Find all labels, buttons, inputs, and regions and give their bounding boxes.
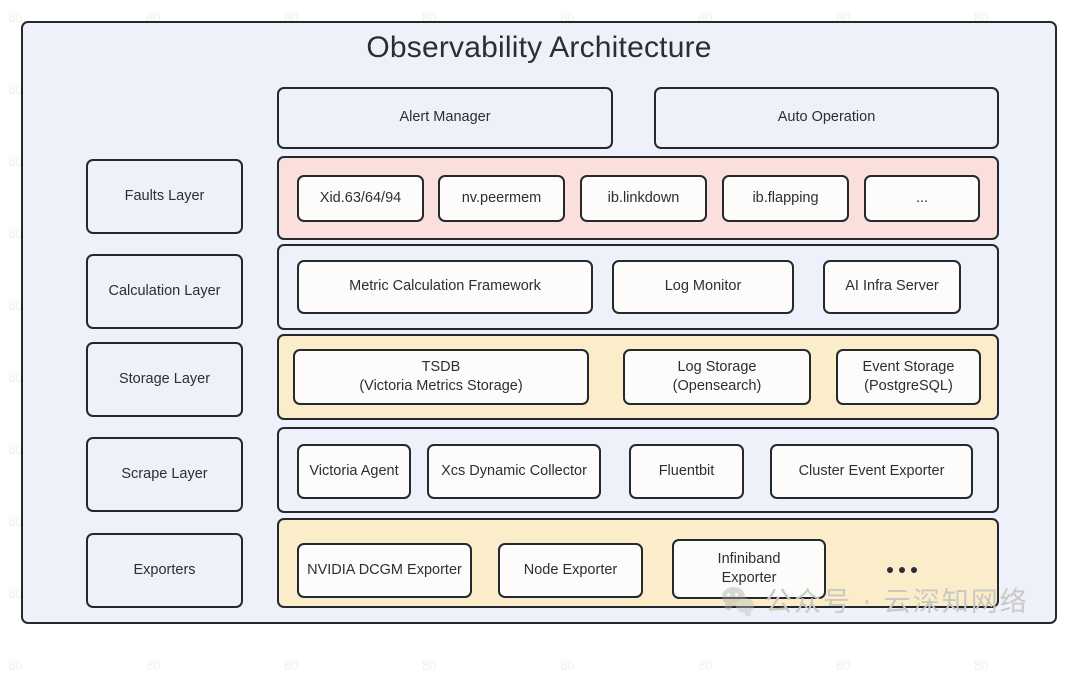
node-event-storage[interactable]: Event Storage (PostgreSQL): [836, 349, 981, 405]
node-label: Log Monitor: [664, 278, 742, 295]
node-label: Alert Manager: [399, 109, 491, 126]
node-faults-more[interactable]: ...: [864, 175, 980, 222]
node-label-line1: Event Storage: [862, 358, 955, 375]
node-ib-linkdown[interactable]: ib.linkdown: [580, 175, 707, 222]
node-fluentbit[interactable]: Fluentbit: [629, 444, 744, 499]
node-infiniband-exporter[interactable]: Infiniband Exporter: [672, 539, 826, 599]
page-title: Observability Architecture: [366, 31, 712, 64]
layer-label-text: Faults Layer: [124, 187, 205, 204]
node-label: Victoria Agent: [309, 462, 399, 479]
node-ib-flapping[interactable]: ib.flapping: [722, 175, 849, 222]
layer-label-exporters[interactable]: Exporters: [86, 533, 243, 608]
node-label: Node Exporter: [523, 561, 618, 578]
node-label: Metric Calculation Framework: [349, 278, 541, 295]
layer-label-faults[interactable]: Faults Layer: [86, 159, 243, 234]
node-label: Xid.63/64/94: [319, 189, 402, 206]
node-label: Xcs Dynamic Collector: [441, 462, 587, 479]
node-label: ib.linkdown: [607, 189, 680, 206]
node-cluster-event-exporter[interactable]: Cluster Event Exporter: [770, 444, 973, 499]
layer-label-storage[interactable]: Storage Layer: [86, 342, 243, 417]
node-label-line1: TSDB: [421, 358, 461, 375]
layer-label-scrape[interactable]: Scrape Layer: [86, 437, 243, 512]
node-xcs-dynamic-collector[interactable]: Xcs Dynamic Collector: [427, 444, 601, 499]
node-label-line2: (Opensearch): [672, 378, 762, 394]
node-label-line1: Log Storage: [677, 358, 757, 375]
node-log-monitor[interactable]: Log Monitor: [612, 260, 794, 314]
node-xid[interactable]: Xid.63/64/94: [297, 175, 424, 222]
node-label: AI Infra Server: [845, 278, 939, 295]
node-label-line2: Exporter: [721, 570, 777, 586]
node-node-exporter[interactable]: Node Exporter: [498, 543, 643, 598]
node-victoria-agent[interactable]: Victoria Agent: [297, 444, 411, 499]
layer-label-text: Exporters: [133, 561, 196, 578]
node-alert-manager[interactable]: Alert Manager: [277, 87, 613, 149]
node-label: ...: [915, 189, 929, 206]
node-label: Cluster Event Exporter: [798, 462, 945, 479]
node-label: Fluentbit: [658, 462, 715, 479]
node-label: NVIDIA DCGM Exporter: [307, 561, 462, 578]
layer-label-text: Scrape Layer: [121, 465, 208, 482]
exporters-ellipsis-icon: [878, 563, 926, 577]
layer-label-text: Storage Layer: [118, 370, 211, 387]
node-nv-peermem[interactable]: nv.peermem: [438, 175, 565, 222]
node-label: nv.peermem: [461, 189, 542, 206]
node-ai-infra-server[interactable]: AI Infra Server: [823, 260, 961, 314]
node-label-line2: (PostgreSQL): [864, 378, 953, 394]
layer-label-calculation[interactable]: Calculation Layer: [86, 254, 243, 329]
node-log-storage[interactable]: Log Storage (Opensearch): [623, 349, 811, 405]
node-label-line2: (Victoria Metrics Storage): [359, 378, 523, 394]
diagram-canvas: Observability Architecture Alert Manager…: [21, 21, 1057, 624]
node-metric-calculation-framework[interactable]: Metric Calculation Framework: [297, 260, 593, 314]
node-auto-operation[interactable]: Auto Operation: [654, 87, 999, 149]
node-tsdb[interactable]: TSDB (Victoria Metrics Storage): [293, 349, 589, 405]
layer-label-text: Calculation Layer: [108, 282, 221, 299]
node-label-line1: Infiniband: [717, 550, 781, 567]
node-nvidia-dcgm-exporter[interactable]: NVIDIA DCGM Exporter: [297, 543, 472, 598]
node-label: ib.flapping: [752, 189, 819, 206]
node-label: Auto Operation: [777, 109, 876, 126]
